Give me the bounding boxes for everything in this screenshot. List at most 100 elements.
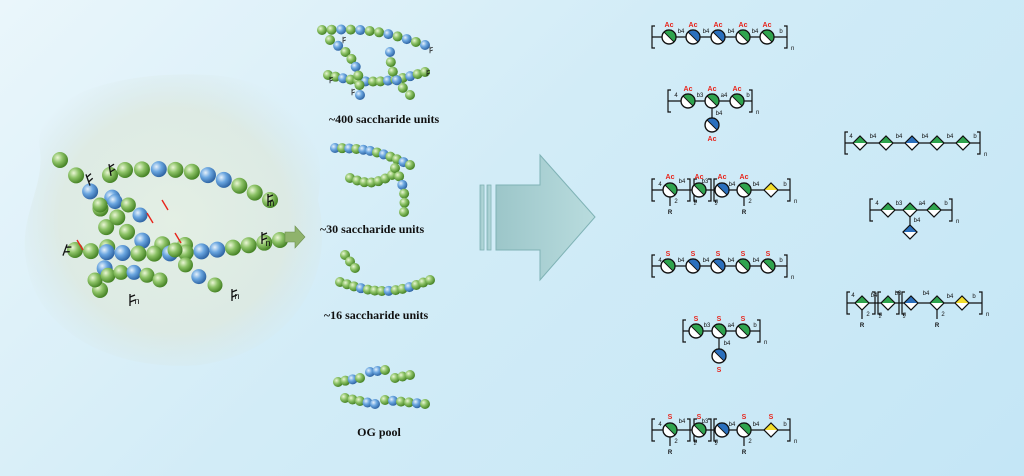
green-diamond-residue [880,295,896,311]
sugar-bead [346,53,357,64]
sugar-bead [326,24,337,35]
sugar-bead [246,184,263,201]
repeat-subscript: n [715,439,718,445]
residue-fill [691,324,703,336]
sugar-bead [345,24,356,35]
residue-border [704,117,720,133]
residue-divider [737,260,749,272]
residue-border [880,202,896,218]
label-text: b3 [895,291,902,297]
residue-fill [956,136,970,143]
residue-border [759,29,775,45]
label-text: 2 [694,201,697,207]
sugar-bead [109,209,126,226]
modification-label: S [691,251,696,258]
green-diamond-residue [929,135,945,151]
sugar-bead [374,27,385,38]
residue-fill [955,296,969,303]
repeat-bracket-left [713,178,717,202]
residue-fill [903,225,917,232]
residue-divider [693,184,705,196]
sugar-bead [272,232,288,248]
sugar-bead [330,71,341,82]
label-text: b4 [896,134,903,140]
repeat-subscript: n [791,46,794,52]
label-text: b4 [947,134,954,140]
sugar-bead [362,397,373,408]
marker-stroke [231,294,238,298]
residue-divider [716,424,728,436]
substituent-label: R [742,210,747,216]
residue-fill [739,183,751,195]
sugar-bead [345,74,356,85]
polysaccharide-chain [317,24,430,50]
residue-fill [881,296,895,303]
residue-divider [664,424,676,436]
marker-stroke [109,163,115,168]
modification-label: Ac [684,86,693,93]
modification-label: Ac [689,22,698,29]
chain-end-marker [342,36,346,44]
residue-divider [761,31,773,43]
residue-border [852,135,868,151]
yellow-diamond-residue [763,182,779,198]
repeat-bracket-left [651,418,655,442]
residue-divider [737,31,749,43]
label-text: b3 [704,323,711,329]
sugar-bead [325,35,335,45]
yellow-diamond-residue [763,422,779,438]
sugar-bead [355,25,366,36]
sugar-bead [183,163,200,180]
sugar-bead [82,243,99,260]
residue-border [763,422,779,438]
sugar-bead [119,223,136,240]
label-text: b4 [753,258,760,264]
residue-fill [665,183,677,195]
sugar-bead [382,75,393,86]
label-text: a4 [919,201,926,207]
label-text: 2 [866,312,870,318]
sugar-bead [100,267,116,283]
oligosaccharide [333,373,365,387]
marker-stroke [351,88,355,91]
label-text: b4 [922,134,929,140]
repeat-subscript: n [956,219,959,225]
sugar-bead [392,31,403,42]
repeat-bracket-left [651,178,655,202]
chain-end-marker [329,76,333,84]
chain-end-marker [231,289,238,301]
sugar-bead [199,167,216,184]
marker-stroke [351,91,355,94]
residue-divider [662,260,674,272]
green-circle-residue [736,182,752,198]
modification-label: Ac [665,22,674,29]
sugar-bead [397,179,408,190]
residue-fill [853,136,867,143]
label-text: 5 [903,314,906,320]
cleavage-site-mark [174,232,182,244]
residue-divider [716,184,728,196]
label-text: 4 [658,182,662,188]
sugar-bead [405,90,415,100]
sugar-bead [425,275,435,285]
residue-fill [930,296,944,303]
residue-divider [706,119,718,131]
sugar-bead [330,143,340,153]
sugar-bead [350,263,360,273]
label-text: 2 [694,441,697,447]
residue-border [902,224,918,240]
modification-label: Ac [695,174,704,181]
label-text: b4 [752,29,759,35]
residue-border [735,258,751,274]
green-diamond-residue [878,135,894,151]
residue-divider [762,260,774,272]
marker-stroke [129,299,136,303]
modification-label: Ac [714,22,723,29]
marker-stroke [129,294,136,298]
sugar-bead [353,70,364,81]
polysaccharide-chain [87,264,168,288]
marker-stroke [329,79,333,82]
chain-end-marker [351,88,355,96]
sugar-bead [396,396,406,407]
repeat-bracket-right [687,178,691,202]
